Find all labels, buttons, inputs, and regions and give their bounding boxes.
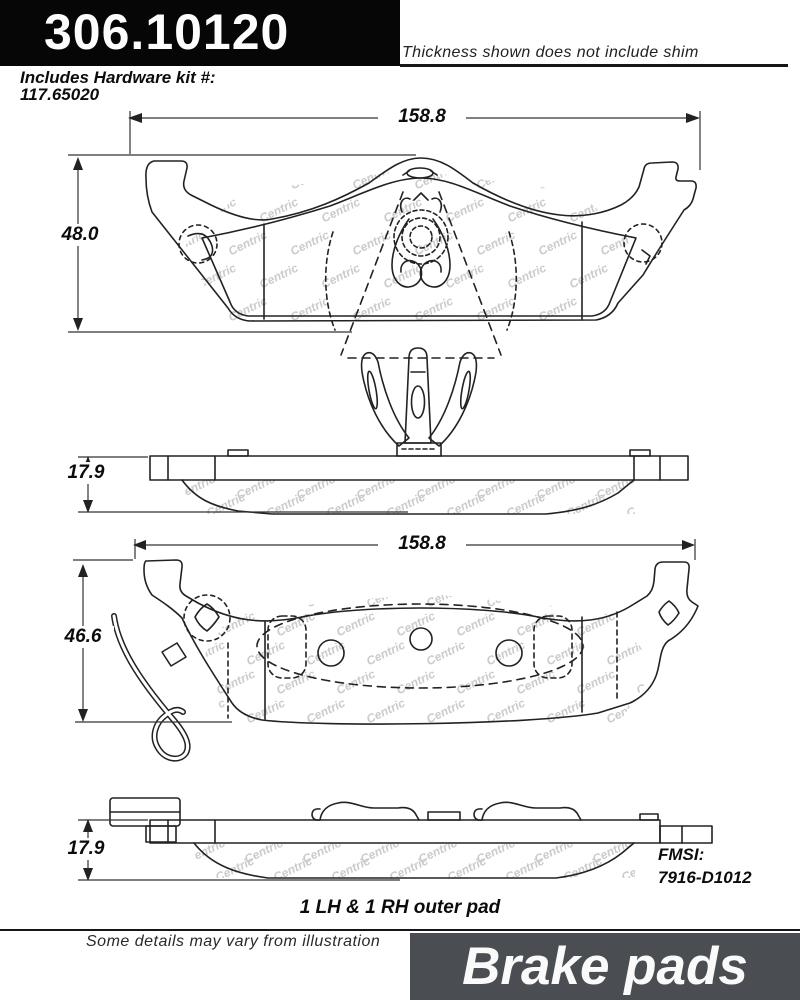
- pad1-center-circle1: [409, 225, 433, 249]
- thickness-note: Thickness shown does not include shim: [402, 44, 699, 61]
- fmsi-block: FMSI: 7916-D1012: [658, 843, 752, 889]
- side2-backing-plate: [149, 819, 661, 844]
- footer-disclaimer: Some details may vary from illustration: [86, 933, 381, 950]
- category-label: Brake pads: [462, 937, 748, 996]
- side2-clip-b: [481, 801, 582, 821]
- pad2-piston-ellipse: [256, 603, 584, 689]
- pad1-sensor-top: [399, 192, 443, 213]
- pad2-height-dimension: 46.6: [52, 626, 114, 648]
- side-view2: [109, 797, 713, 879]
- technical-drawing: [68, 111, 713, 881]
- pad1-backing-outline: [145, 157, 697, 322]
- pad2-left-tab: [161, 642, 187, 667]
- pad2-wire-clip-inner: [112, 614, 190, 761]
- pad1-center-circle2: [401, 217, 441, 257]
- pad1-abutment-circle-right: [623, 223, 663, 263]
- hardware-kit-line2: 117.65020: [20, 85, 100, 104]
- side1-friction: [181, 479, 635, 515]
- pad2-width-dimension: 158.8: [378, 533, 466, 555]
- pad1-hump-slot: [406, 167, 434, 179]
- side2-clip-a: [319, 801, 420, 821]
- pad-caption: 1 LH & 1 RH outer pad: [299, 897, 501, 918]
- pad1-center-circle3: [393, 209, 449, 265]
- pad2-backing-outline: [143, 559, 699, 725]
- hardware-kit-line1: Includes Hardware kit #:: [20, 68, 216, 87]
- pad1-arc-dashed-left: [324, 231, 336, 331]
- pad1-height-dimension: 48.0: [49, 224, 111, 246]
- side2-dimensions: [78, 819, 400, 881]
- pad2-front-view: [111, 559, 699, 762]
- side1-clip-left-prong: [360, 351, 410, 447]
- pad1-friction-outline: [201, 177, 637, 317]
- pad1-caliper-dashed-left: [340, 191, 404, 356]
- part-number-box: 306.10120: [0, 0, 400, 66]
- pad2-ear-hole-right: [658, 600, 680, 626]
- pad1-left-hook: [187, 232, 214, 261]
- fmsi-value: 7916-D1012: [658, 868, 752, 887]
- side1-dimensions: [78, 456, 408, 513]
- pad1-width-dimension: 158.8: [378, 106, 466, 128]
- pad2-ear-hole-left: [194, 603, 220, 632]
- pad1-right-mark: [641, 249, 651, 265]
- category-box: Brake pads: [410, 933, 800, 1000]
- footer-divider: [0, 929, 800, 931]
- pad1-arc-dashed-right: [506, 231, 518, 331]
- pad1-abutment-circle-left: [178, 224, 218, 264]
- part-number: 306.10120: [44, 4, 290, 60]
- side2-friction: [193, 842, 635, 879]
- pad1-sensor-right-hook: [419, 218, 451, 288]
- pad2-wire-clip-outer: [111, 613, 191, 762]
- hardware-kit-note: Includes Hardware kit #: 117.65020: [20, 69, 216, 103]
- side1-clip-right-prong: [428, 351, 478, 447]
- pad2-dimensions: [73, 539, 696, 723]
- pad1-caliper-dashed-right: [438, 191, 502, 356]
- pad1-front-view: [145, 157, 697, 359]
- fmsi-label: FMSI:: [658, 845, 705, 864]
- side1-backing-plate: [149, 455, 689, 481]
- side-view1: [149, 347, 689, 515]
- pad2-ear-circle-left: [183, 594, 231, 642]
- side2-thickness-dimension: 17.9: [58, 838, 114, 860]
- side1-thickness-dimension: 17.9: [58, 462, 114, 484]
- pad1-hump-ticks: [402, 170, 438, 176]
- pad1-sensor-left-hook: [391, 218, 423, 288]
- side1-clip-center-prong: [404, 347, 432, 444]
- header-underline: [400, 64, 788, 67]
- pad1-dimensions: [68, 111, 701, 333]
